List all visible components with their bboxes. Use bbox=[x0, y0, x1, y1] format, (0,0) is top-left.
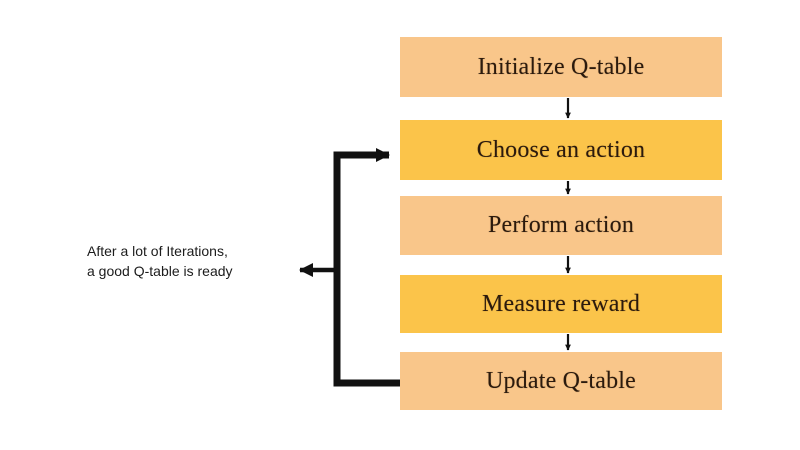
loop-exit-note: After a lot of Iterations, a good Q-tabl… bbox=[87, 241, 233, 281]
node-update-q-table[interactable]: Update Q-table bbox=[400, 352, 722, 410]
node-label: Initialize Q-table bbox=[477, 53, 645, 80]
loop-exit-note-line-2: a good Q-table is ready bbox=[87, 263, 233, 279]
node-label: Measure reward bbox=[481, 290, 641, 317]
node-label: Update Q-table bbox=[485, 367, 637, 394]
node-measure-reward[interactable]: Measure reward bbox=[400, 275, 722, 333]
loop-exit-note-line-1: After a lot of Iterations, bbox=[87, 243, 228, 259]
node-label: Perform action bbox=[487, 212, 635, 238]
node-choose-an-action[interactable]: Choose an action bbox=[400, 120, 722, 180]
node-perform-action[interactable]: Perform action bbox=[400, 196, 722, 255]
connector-feedback-loop bbox=[333, 148, 404, 387]
node-label: Choose an action bbox=[476, 136, 646, 163]
node-initialize-q-table[interactable]: Initialize Q-table bbox=[400, 37, 722, 97]
